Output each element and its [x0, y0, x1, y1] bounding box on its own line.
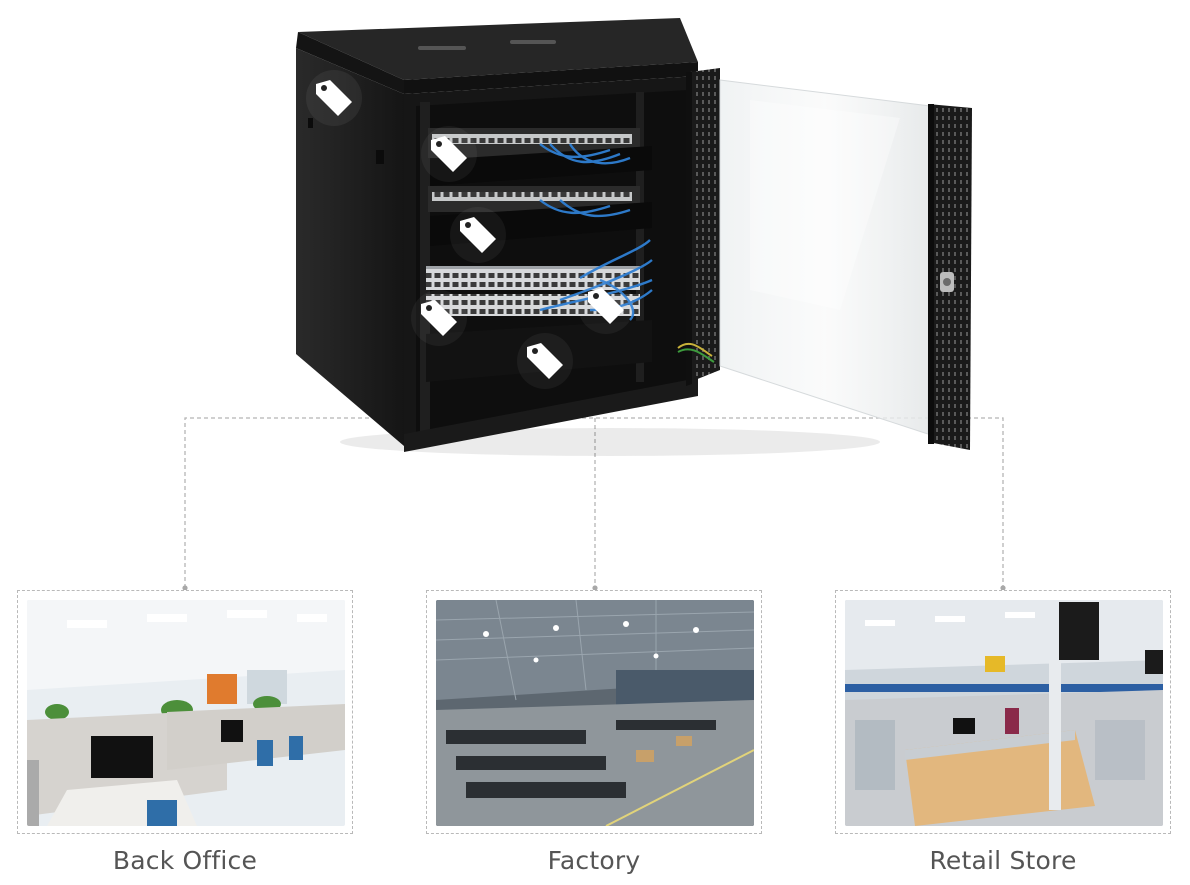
network-cabinet-image: [296, 18, 972, 456]
hotspot-cable-manager[interactable]: [450, 207, 506, 263]
price-tag-icon: [588, 288, 624, 324]
hotspot-shelf[interactable]: [517, 333, 573, 389]
caption-factory: Factory: [547, 846, 641, 875]
price-tag-icon: [527, 343, 563, 379]
price-tag-icon: [421, 300, 457, 336]
scenario-card-factory[interactable]: [426, 590, 762, 834]
back-office-photo: [27, 600, 345, 826]
scenario-card-retail-store[interactable]: [835, 590, 1171, 834]
hotspot-side-panel[interactable]: [306, 70, 362, 126]
retail-store-photo: [845, 600, 1163, 826]
price-tag-icon: [316, 80, 352, 116]
price-tag-icon: [460, 217, 496, 253]
hotspot-patch-panel[interactable]: [421, 126, 477, 182]
price-tag-icon: [431, 136, 467, 172]
factory-photo: [436, 600, 754, 826]
caption-retail-store: Retail Store: [929, 846, 1077, 875]
hotspot-switch[interactable]: [411, 290, 467, 346]
caption-back-office: Back Office: [112, 846, 258, 875]
hotspot-cabling[interactable]: [578, 278, 634, 334]
scenario-card-back-office[interactable]: [17, 590, 353, 834]
